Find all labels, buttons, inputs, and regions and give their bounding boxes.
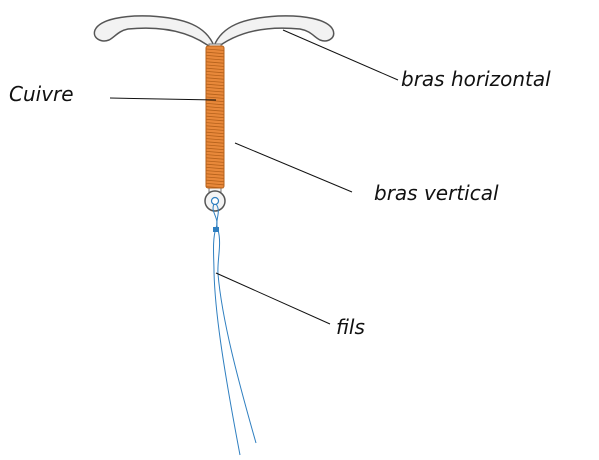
- label-threads: fils: [336, 315, 365, 339]
- leader-vertical-arm: [235, 143, 352, 192]
- copper-coil: [206, 46, 224, 188]
- label-horizontal-arm: bras horizontal: [401, 67, 551, 91]
- thread-knot: [213, 227, 219, 232]
- leader-copper: [110, 98, 216, 100]
- leader-threads: [216, 273, 330, 324]
- threads: [213, 204, 256, 455]
- bottom-ring-hole: [212, 198, 219, 205]
- leader-horizontal-arm: [283, 30, 398, 80]
- label-vertical-arm: bras vertical: [374, 181, 499, 205]
- iud-device: [94, 16, 333, 455]
- label-copper: Cuivre: [9, 82, 74, 106]
